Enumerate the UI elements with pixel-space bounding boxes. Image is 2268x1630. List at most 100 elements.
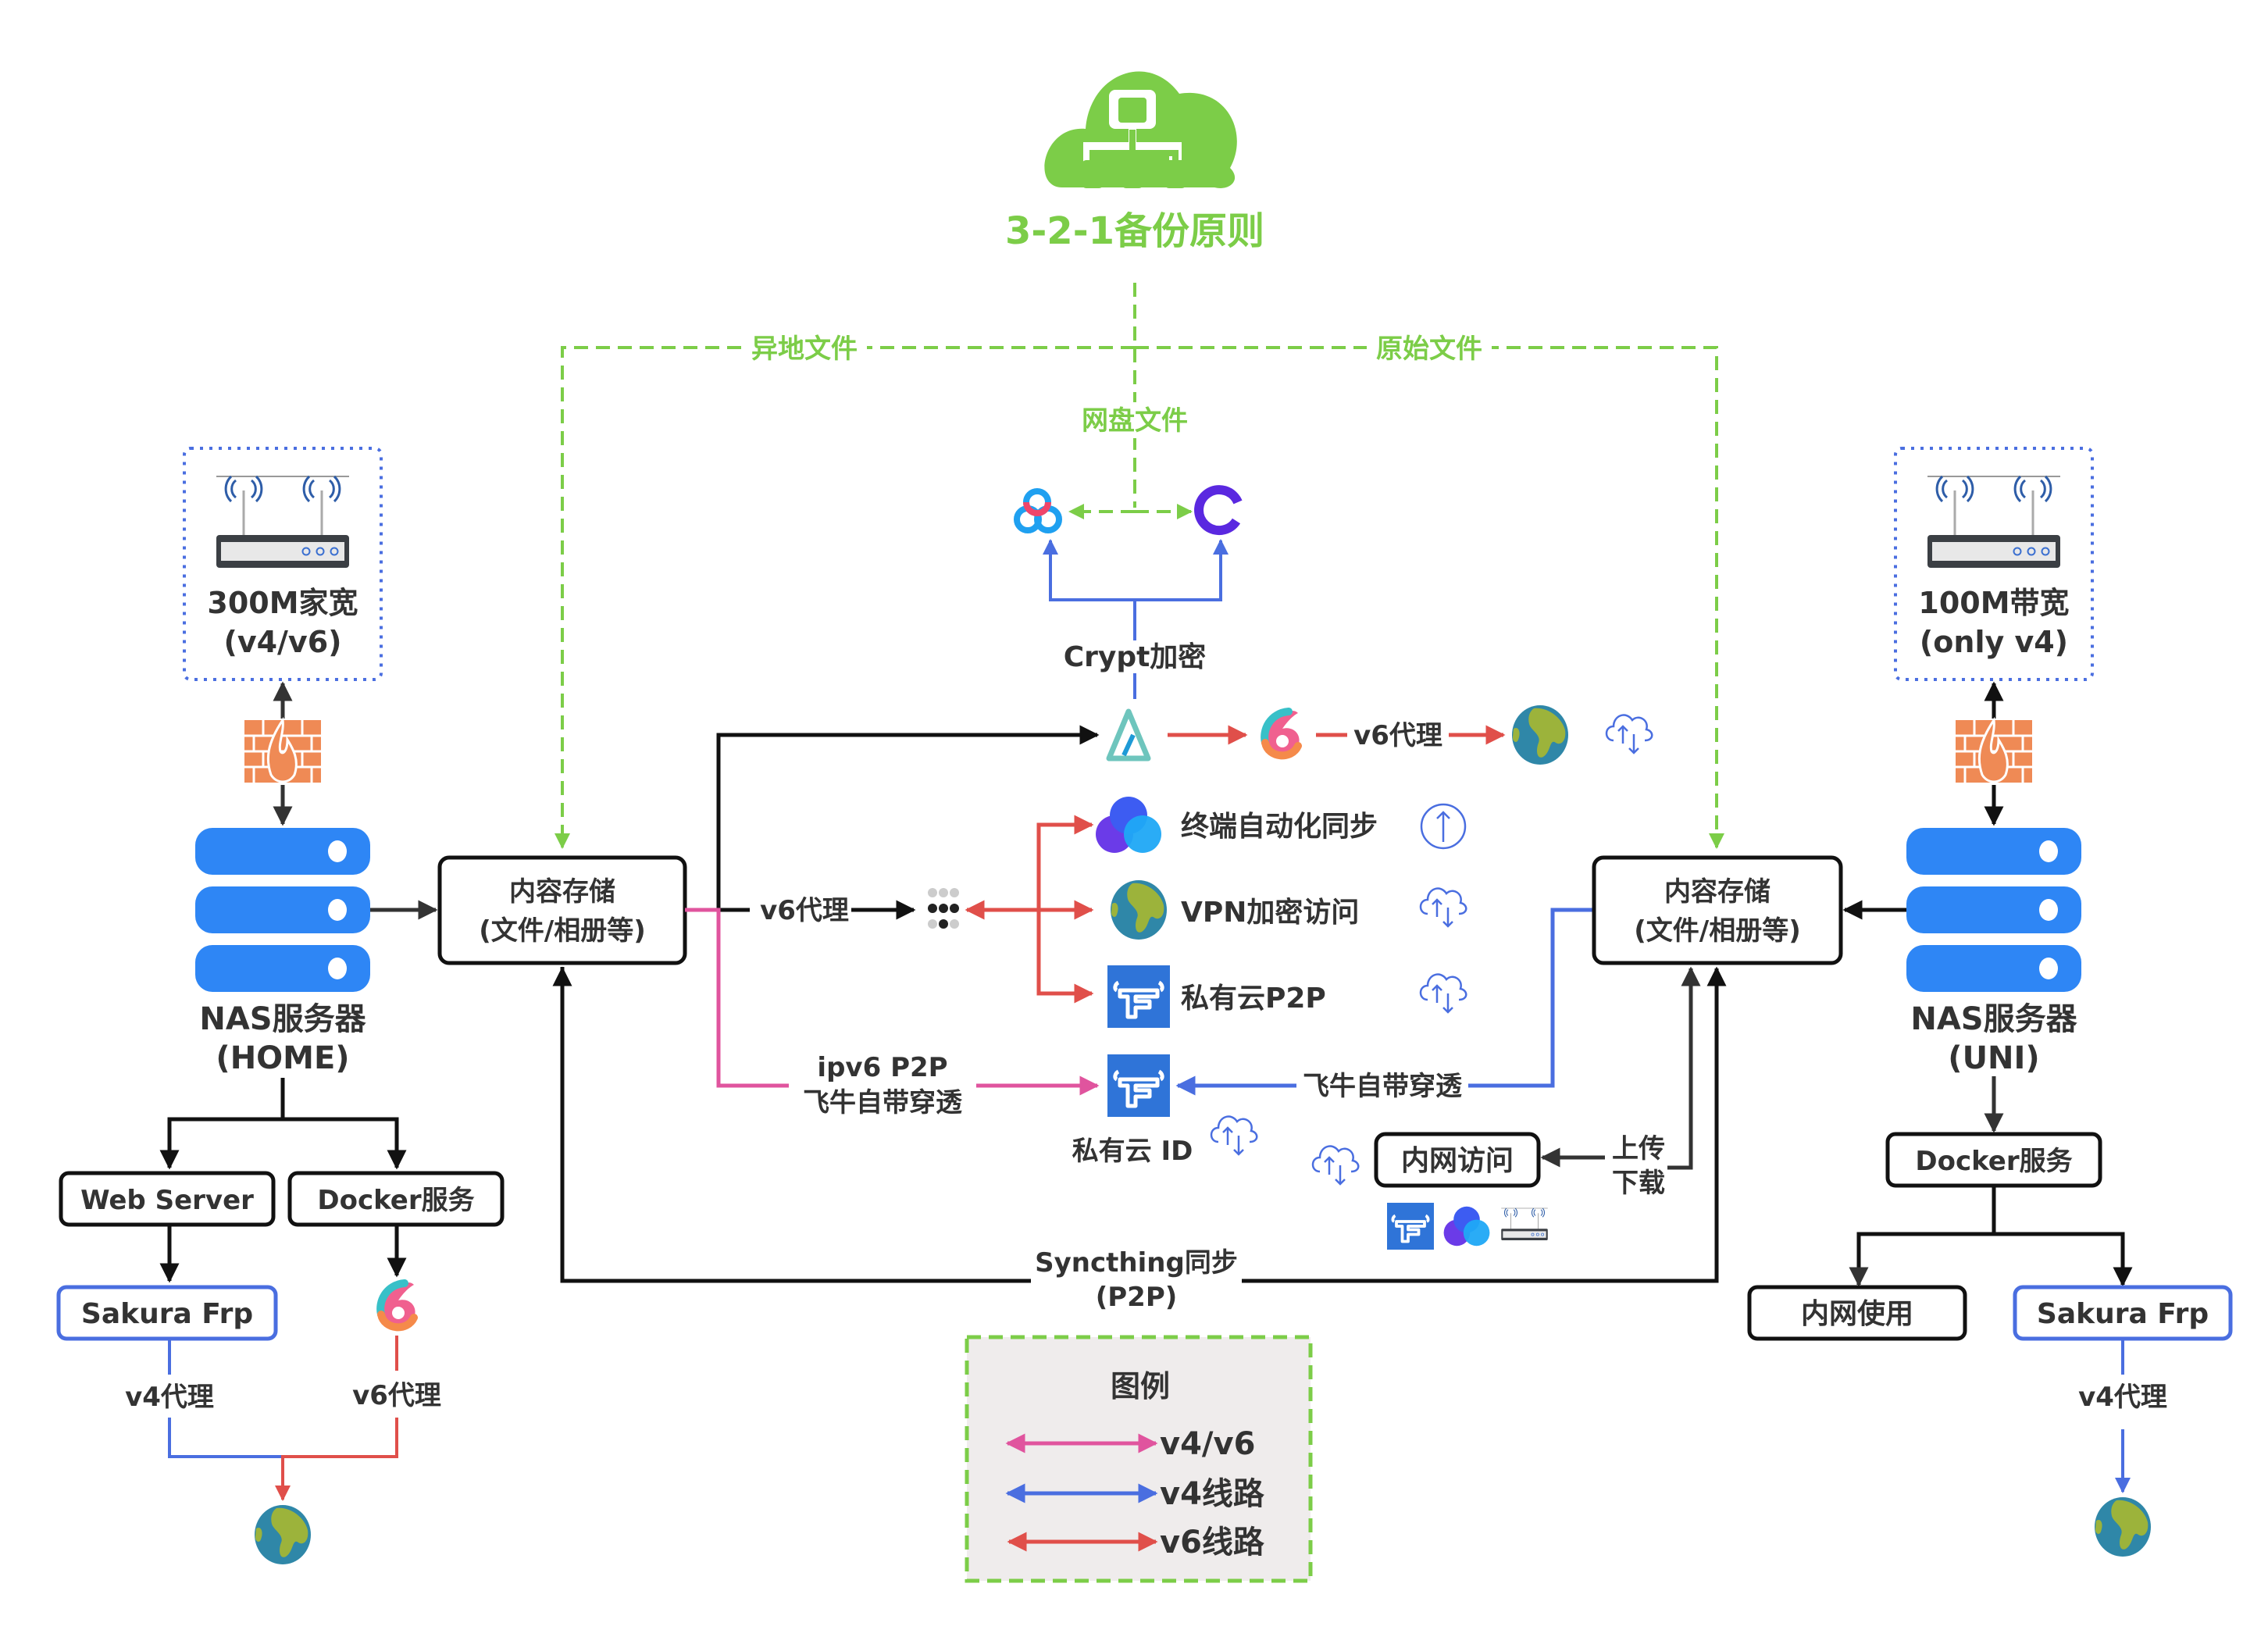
legend: 图例 v4/v6 v4线路 v6线路 — [965, 1335, 1313, 1583]
offsite-backup-line — [555, 346, 1135, 849]
service-label: VPN加密访问 — [1181, 896, 1359, 929]
uni-router-icon — [1926, 475, 2062, 569]
upload-label: 上传 — [1612, 1133, 1665, 1165]
home-storage-subtitle: (文件/相册等) — [479, 915, 646, 947]
backup-logo-icon — [1044, 71, 1237, 188]
lan-cloud-sync-icon — [1311, 1145, 1360, 1186]
cloud-files-label: 网盘文件 — [1082, 405, 1188, 437]
storage-to-alist-line — [685, 725, 1100, 912]
syncthing-p2p-label: (P2P) — [1096, 1282, 1178, 1313]
home-nas-sublabel: (HOME) — [216, 1040, 349, 1076]
uni-lan-use-box[interactable]: 内网使用 — [1747, 1285, 1967, 1341]
alist-ddns-proxy-icon — [1264, 711, 1299, 755]
uni-v4-proxy-label: v4代理 — [2078, 1382, 2167, 1413]
legend-item-v6: v6线路 — [1007, 1525, 1265, 1560]
crypt-lines — [1043, 539, 1228, 699]
home-sakura-label: Sakura Frp — [81, 1298, 253, 1330]
alist-internet-globe-icon — [1512, 705, 1568, 765]
uni-lan-use-label: 内网使用 — [1801, 1298, 1913, 1330]
legend-label: v4线路 — [1160, 1476, 1265, 1512]
globe-icon — [1111, 880, 1167, 940]
home-firewall-icon — [243, 719, 323, 784]
private-cloud-id-fnos-icon — [1107, 1054, 1170, 1117]
legend-item-v4v6: v4/v6 — [1005, 1426, 1255, 1462]
legend-item-v4: v4线路 — [1005, 1476, 1265, 1512]
legend-label: v4/v6 — [1160, 1426, 1255, 1462]
fnos-icon — [1107, 965, 1170, 1028]
upload-circle-icon — [1420, 803, 1467, 850]
home-docker-label: Docker服务 — [317, 1185, 474, 1216]
uni-nas-icon — [1906, 828, 2081, 992]
legend-label: v6线路 — [1160, 1525, 1265, 1560]
lucky-fanout-lines — [965, 815, 1094, 1004]
home-sakura-box[interactable]: Sakura Frp — [56, 1285, 278, 1341]
private-cloud-id-label: 私有云 ID — [1072, 1136, 1193, 1167]
private-cloud-id-sync-icon — [1210, 1115, 1258, 1156]
alist-v6-proxy-label: v6代理 — [1353, 720, 1442, 751]
home-ip-label: (v4/v6) — [223, 625, 341, 659]
uni-internet-globe-icon — [2095, 1497, 2151, 1557]
lan-router-icon — [1500, 1207, 1549, 1241]
uni-nas-label: NAS服务器 — [1910, 1001, 2077, 1037]
ipv6-p2p-label: ipv6 P2P — [817, 1052, 947, 1083]
offsite-files-label: 异地文件 — [751, 333, 858, 365]
backup-lines — [555, 283, 1724, 849]
service-private-cloud-p2p[interactable]: 私有云P2P — [1107, 965, 1467, 1028]
lan-sync-app-icon — [1443, 1206, 1490, 1247]
syncthing-label: Syncthing同步 — [1035, 1247, 1238, 1279]
service-label: 私有云P2P — [1181, 983, 1326, 1015]
baidu-netdisk-icon — [1014, 488, 1062, 533]
download-label: 下载 — [1612, 1168, 1665, 1199]
home-nas-label: NAS服务器 — [199, 1001, 366, 1037]
original-files-label: 原始文件 — [1376, 333, 1482, 365]
uni-bandwidth-label: 100M带宽 — [1918, 586, 2069, 620]
cloud-sync-icon — [1419, 973, 1467, 1014]
original-backup-line — [1135, 346, 1724, 849]
uni-storage-box[interactable]: 内容存储 (文件/相册等) — [1592, 855, 1843, 965]
home-router-icon — [215, 475, 351, 569]
page-title: 3-2-1备份原则 — [1005, 209, 1264, 253]
service-label: 终端自动化同步 — [1181, 811, 1378, 843]
alist-icon — [1106, 708, 1151, 761]
service-vpn[interactable]: VPN加密访问 — [1111, 880, 1467, 940]
web-server-label: Web Server — [80, 1185, 254, 1216]
service-terminal-sync[interactable]: 终端自动化同步 — [1096, 797, 1467, 853]
home-web-server-box[interactable]: Web Server — [59, 1171, 276, 1227]
lucky-icon — [928, 888, 959, 929]
home-ddns-proxy-icon — [380, 1282, 415, 1327]
uni-service-tree — [1849, 1186, 2133, 1287]
home-v4-line — [168, 1339, 283, 1458]
crypt-label: Crypt加密 — [1064, 640, 1207, 673]
home-v4-proxy-label: v4代理 — [125, 1382, 214, 1413]
home-storage-title: 内容存储 — [509, 876, 615, 908]
home-storage-box[interactable]: 内容存储 (文件/相册等) — [437, 855, 687, 965]
home-nas-icon — [195, 828, 370, 992]
home-service-tree — [159, 1078, 407, 1283]
fnos-relay-label-left: 飞牛自带穿透 — [803, 1087, 963, 1118]
uni-ip-label: (only v4) — [1920, 625, 2068, 659]
home-v6-proxy-label: v6代理 — [352, 1380, 441, 1411]
cloud-sync-icon — [1419, 887, 1467, 928]
legend-title: 图例 — [1111, 1369, 1170, 1404]
uni-docker-label: Docker服务 — [1915, 1146, 2072, 1177]
home-internet-globe-icon — [255, 1505, 311, 1564]
home-bandwidth-label: 300M家宽 — [207, 586, 358, 620]
sync-app-icon — [1096, 797, 1161, 853]
uni-docker-box[interactable]: Docker服务 — [1885, 1132, 2102, 1188]
lan-fnos-icon — [1385, 1201, 1435, 1251]
home-docker-box[interactable]: Docker服务 — [287, 1171, 505, 1227]
uni-storage-subtitle: (文件/相册等) — [1634, 915, 1801, 947]
lan-access-label: 内网访问 — [1401, 1145, 1514, 1177]
home-v6-line — [283, 1336, 398, 1500]
uni-sakura-box[interactable]: Sakura Frp — [2013, 1285, 2233, 1341]
uni-firewall-icon — [1954, 719, 2034, 784]
fnos-relay-label: 飞牛自带穿透 — [1303, 1071, 1463, 1102]
uni-nas-sublabel: (UNI) — [1948, 1040, 2039, 1076]
uni-sakura-label: Sakura Frp — [2037, 1298, 2209, 1330]
aliyun-drive-icon — [1194, 485, 1243, 536]
alist-cloud-sync-icon — [1605, 714, 1653, 754]
uni-storage-title: 内容存储 — [1664, 876, 1771, 908]
v6-proxy-label: v6代理 — [760, 895, 849, 926]
lan-access-box[interactable]: 内网访问 — [1374, 1132, 1541, 1188]
